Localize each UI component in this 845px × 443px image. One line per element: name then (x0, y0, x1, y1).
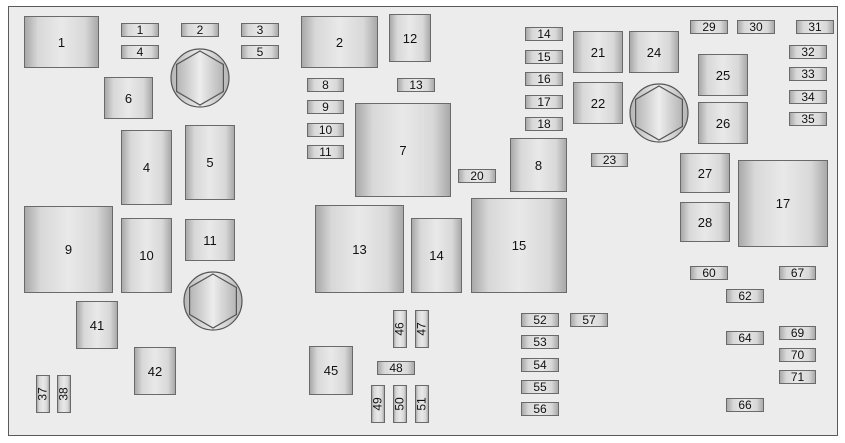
relay-41: 41 (76, 301, 118, 349)
relay-26: 26 (698, 102, 748, 144)
relay-4: 4 (121, 130, 172, 205)
fuse-57: 57 (570, 313, 608, 327)
relay-28: 28 (680, 202, 730, 242)
fuse-48: 48 (377, 361, 415, 375)
fuse-53: 53 (521, 335, 559, 349)
fuse-70: 70 (779, 348, 816, 362)
fuse-52: 52 (521, 313, 559, 327)
fuse-30: 30 (737, 20, 775, 34)
fuse-9: 9 (307, 100, 344, 114)
fuse-69: 69 (779, 326, 816, 340)
fuse-38: 38 (57, 375, 71, 413)
fuse-35: 35 (789, 112, 827, 126)
fuse-54: 54 (521, 358, 559, 372)
relay-17: 17 (738, 160, 828, 247)
relay-8: 8 (510, 138, 567, 192)
fuse-20: 20 (458, 169, 496, 183)
relay-27: 27 (680, 153, 730, 193)
fuse-1: 1 (121, 23, 159, 37)
fuse-16: 16 (525, 72, 563, 86)
fuse-46: 46 (393, 310, 407, 348)
fuse-10: 10 (307, 123, 344, 137)
fuse-55: 55 (521, 380, 559, 394)
fuse-11: 11 (307, 145, 344, 159)
hex-bolt-icon (629, 83, 689, 143)
fuse-13: 13 (397, 78, 435, 92)
fuse-14: 14 (525, 27, 563, 41)
fuse-67: 67 (779, 266, 816, 280)
relay-1: 1 (24, 16, 99, 68)
relay-10: 10 (121, 218, 172, 293)
fuse-5: 5 (241, 45, 279, 59)
relay-45: 45 (309, 346, 353, 395)
fuse-29: 29 (690, 20, 728, 34)
fuse-2: 2 (181, 23, 219, 37)
fuse-51: 51 (415, 385, 429, 423)
fuse-60: 60 (690, 266, 728, 280)
fuse-64: 64 (726, 331, 764, 345)
relay-24: 24 (629, 31, 679, 73)
relay-7: 7 (355, 103, 451, 197)
relay-25: 25 (698, 54, 748, 96)
relay-15: 15 (471, 198, 567, 293)
fuse-8: 8 (307, 78, 344, 92)
fuse-3: 3 (241, 23, 279, 37)
relay-5: 5 (185, 125, 235, 200)
fuse-71: 71 (779, 370, 816, 384)
relay-11: 11 (185, 219, 235, 261)
fuse-18: 18 (525, 117, 563, 131)
fuse-66: 66 (726, 398, 764, 412)
fuse-33: 33 (789, 67, 827, 81)
fuse-34: 34 (789, 90, 827, 104)
relay-2: 2 (301, 16, 378, 68)
fuse-32: 32 (789, 45, 827, 59)
hex-bolt-icon (170, 48, 230, 108)
fuse-4: 4 (121, 45, 159, 59)
relay-12: 12 (389, 14, 431, 62)
relay-21: 21 (573, 31, 623, 73)
fuse-49: 49 (371, 385, 385, 423)
fuse-31: 31 (796, 20, 834, 34)
relay-42: 42 (134, 347, 176, 395)
fuse-37: 37 (36, 375, 50, 413)
fuse-15: 15 (525, 50, 563, 64)
fuse-50: 50 (393, 385, 407, 423)
relay-6: 6 (104, 77, 153, 119)
fuse-17: 17 (525, 95, 563, 109)
relay-13: 13 (315, 205, 404, 293)
fuse-23: 23 (591, 153, 628, 167)
fuse-56: 56 (521, 402, 559, 416)
fuse-47: 47 (415, 310, 429, 348)
relay-22: 22 (573, 82, 623, 124)
relay-9: 9 (24, 206, 113, 293)
fuse-62: 62 (726, 289, 764, 303)
relay-14: 14 (411, 218, 462, 293)
hex-bolt-icon (183, 271, 243, 331)
